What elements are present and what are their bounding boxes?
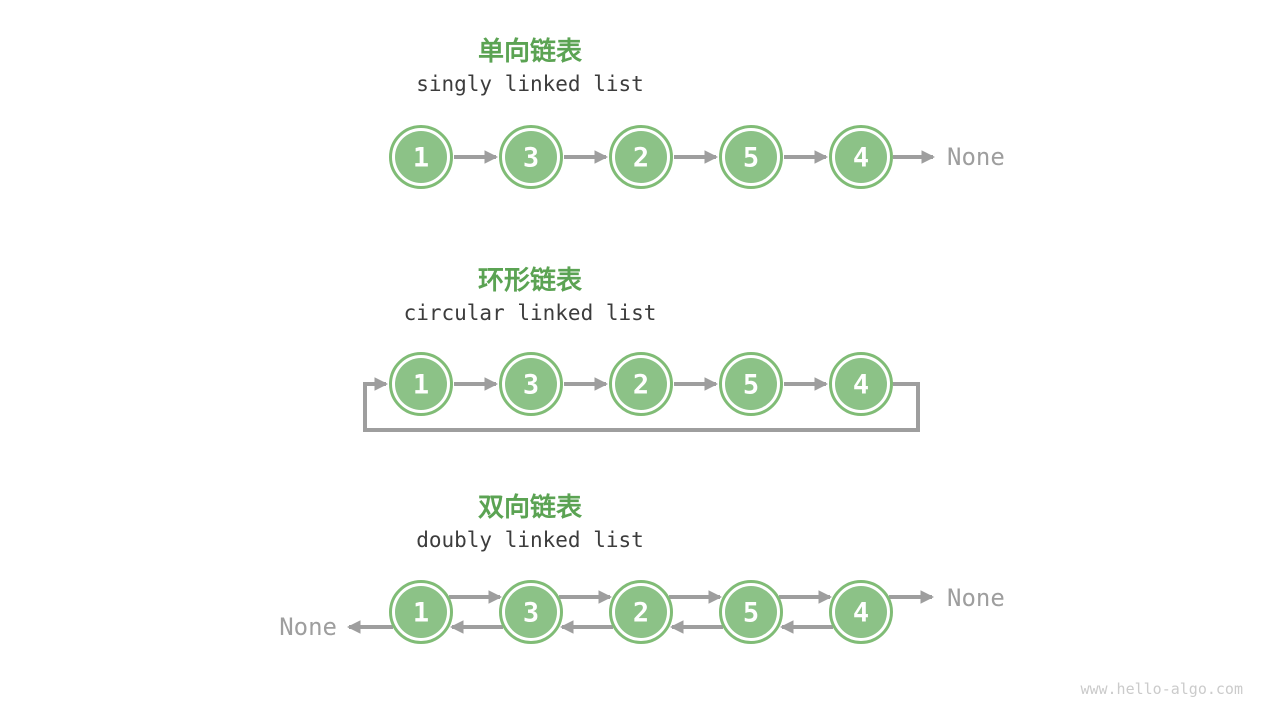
node-body	[725, 131, 777, 183]
loop-back-arrow	[363, 377, 920, 432]
none-label: None	[279, 613, 337, 641]
list-node: 1	[389, 125, 453, 189]
list-node: 5	[719, 580, 783, 644]
list-node: 3	[499, 125, 563, 189]
node-value: 1	[413, 598, 429, 629]
node-value: 3	[523, 370, 539, 401]
watermark-url: www.hello-algo.com	[1080, 680, 1243, 698]
node-body	[725, 586, 777, 638]
node-value: 2	[633, 370, 649, 401]
node-value: 3	[523, 598, 539, 629]
node-value: 4	[853, 143, 869, 174]
none-label: None	[947, 584, 1005, 612]
node-body	[395, 131, 447, 183]
list-node: 2	[609, 125, 673, 189]
node-body	[615, 131, 667, 183]
node-value: 5	[743, 370, 759, 401]
node-body	[505, 586, 557, 638]
list-node: 3	[499, 352, 563, 416]
list-node: 4	[829, 352, 893, 416]
none-label: None	[947, 143, 1005, 171]
node-value: 2	[633, 143, 649, 174]
list-node: 5	[719, 125, 783, 189]
node-value: 3	[523, 143, 539, 174]
list-node: 1	[389, 352, 453, 416]
list-node: 1	[389, 580, 453, 644]
list-node: 4	[829, 125, 893, 189]
list-node: 5	[719, 352, 783, 416]
list-node: 4	[829, 580, 893, 644]
node-body	[505, 358, 557, 410]
node-body	[835, 358, 887, 410]
node-body	[835, 586, 887, 638]
node-value: 1	[413, 143, 429, 174]
node-body	[615, 586, 667, 638]
node-value: 4	[853, 598, 869, 629]
node-value: 2	[633, 598, 649, 629]
list-node: 2	[609, 580, 673, 644]
list-node: 3	[499, 580, 563, 644]
node-body	[725, 358, 777, 410]
node-value: 4	[853, 370, 869, 401]
list-node: 2	[609, 352, 673, 416]
node-body	[615, 358, 667, 410]
node-value: 5	[743, 143, 759, 174]
node-value: 5	[743, 598, 759, 629]
node-body	[835, 131, 887, 183]
node-body	[505, 131, 557, 183]
node-body	[395, 358, 447, 410]
node-body	[395, 586, 447, 638]
node-value: 1	[413, 370, 429, 401]
